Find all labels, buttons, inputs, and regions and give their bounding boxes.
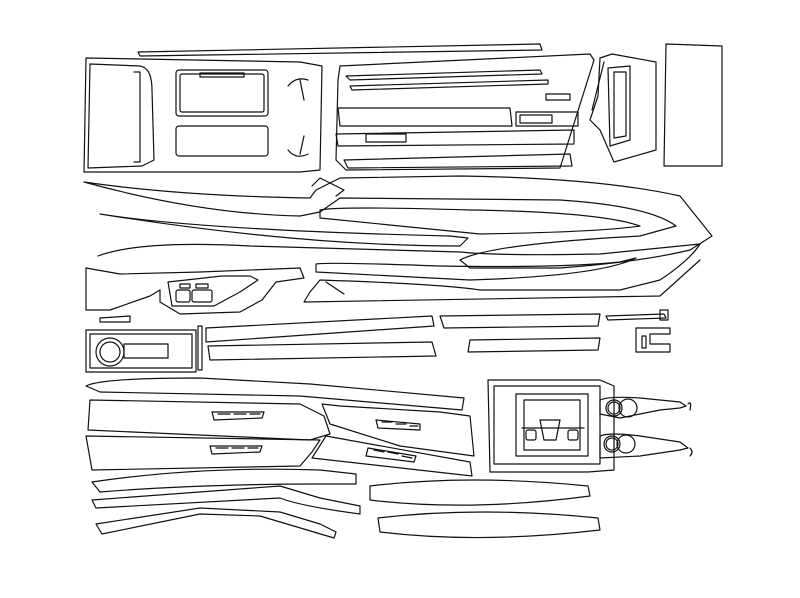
dash-sweep-strip-upper [83,175,713,269]
bottom-oval-strips [369,479,601,539]
door-panel-right-pair [311,403,475,477]
cupholder-trim-pair [599,396,693,459]
door-panel-left-pair [85,377,465,471]
dash-upper-strip-set [335,53,595,171]
vent-trim-frame [589,53,657,163]
small-clip-parts [605,309,671,353]
door-panel-left-upper [85,267,305,323]
center-console-top-panel [83,57,323,173]
center-console-front [487,379,615,473]
rectangular-panel [663,43,723,167]
bottom-curved-strips [91,468,361,539]
door-strip-set-middle [205,313,601,361]
gear-shift-surround [85,325,203,373]
top-long-strip [137,43,543,57]
dash-sweep-strip-lower [97,177,701,303]
